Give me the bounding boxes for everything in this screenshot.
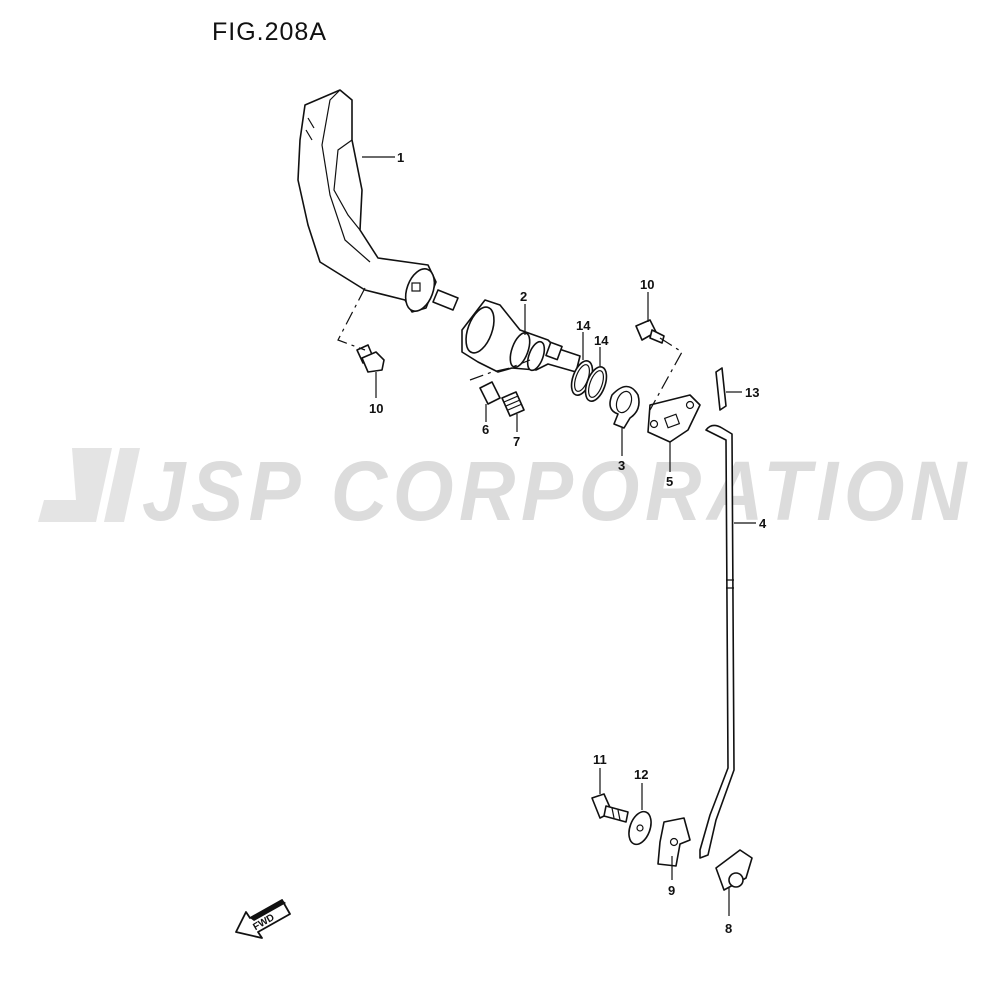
part-14-o-ring-second xyxy=(584,366,608,402)
part-10-bolt-upper xyxy=(635,319,665,344)
callout-11: 11 xyxy=(593,752,607,767)
watermark-logo-icon xyxy=(38,448,140,522)
part-10-bolt-lower xyxy=(356,344,385,373)
part-9-clip xyxy=(657,817,691,867)
figure-title: FIG.208A xyxy=(212,18,327,46)
part-13-clip xyxy=(715,367,727,411)
part-6-pin xyxy=(479,381,501,405)
callout-6: 6 xyxy=(482,422,489,437)
callout-10-lower: 10 xyxy=(369,401,383,416)
callout-4: 4 xyxy=(759,516,767,531)
callout-5: 5 xyxy=(666,474,673,489)
part-3-washer xyxy=(609,385,640,429)
part-4-rod xyxy=(699,424,735,859)
fwd-arrow-icon: FWD xyxy=(235,899,291,939)
callout-12: 12 xyxy=(634,767,648,782)
watermark-text: JSP CORPORATION xyxy=(142,444,972,530)
part-5-bracket xyxy=(647,394,701,443)
callout-labels: 1 2 14 14 10 10 6 7 3 5 13 4 11 12 9 8 xyxy=(369,150,767,936)
callout-3: 3 xyxy=(618,458,625,473)
callout-8: 8 xyxy=(725,921,732,936)
callout-14: 14 xyxy=(576,318,591,333)
part-1-handle xyxy=(297,89,437,313)
watermark: JSP CORPORATION xyxy=(38,444,972,530)
part-2-shaft-assembly xyxy=(432,289,581,373)
callout-13: 13 xyxy=(745,385,759,400)
part-7-spring xyxy=(501,391,525,417)
callout-10-upper: 10 xyxy=(640,277,654,292)
callout-9: 9 xyxy=(668,883,675,898)
part-11-bolt xyxy=(591,793,629,823)
callout-14-second: 14 xyxy=(594,333,609,348)
callout-1: 1 xyxy=(397,150,404,165)
part-12-washer xyxy=(628,810,652,846)
leader-lines xyxy=(337,156,756,916)
part-8-joint xyxy=(715,849,753,891)
callout-7: 7 xyxy=(513,434,520,449)
callout-2: 2 xyxy=(520,289,527,304)
